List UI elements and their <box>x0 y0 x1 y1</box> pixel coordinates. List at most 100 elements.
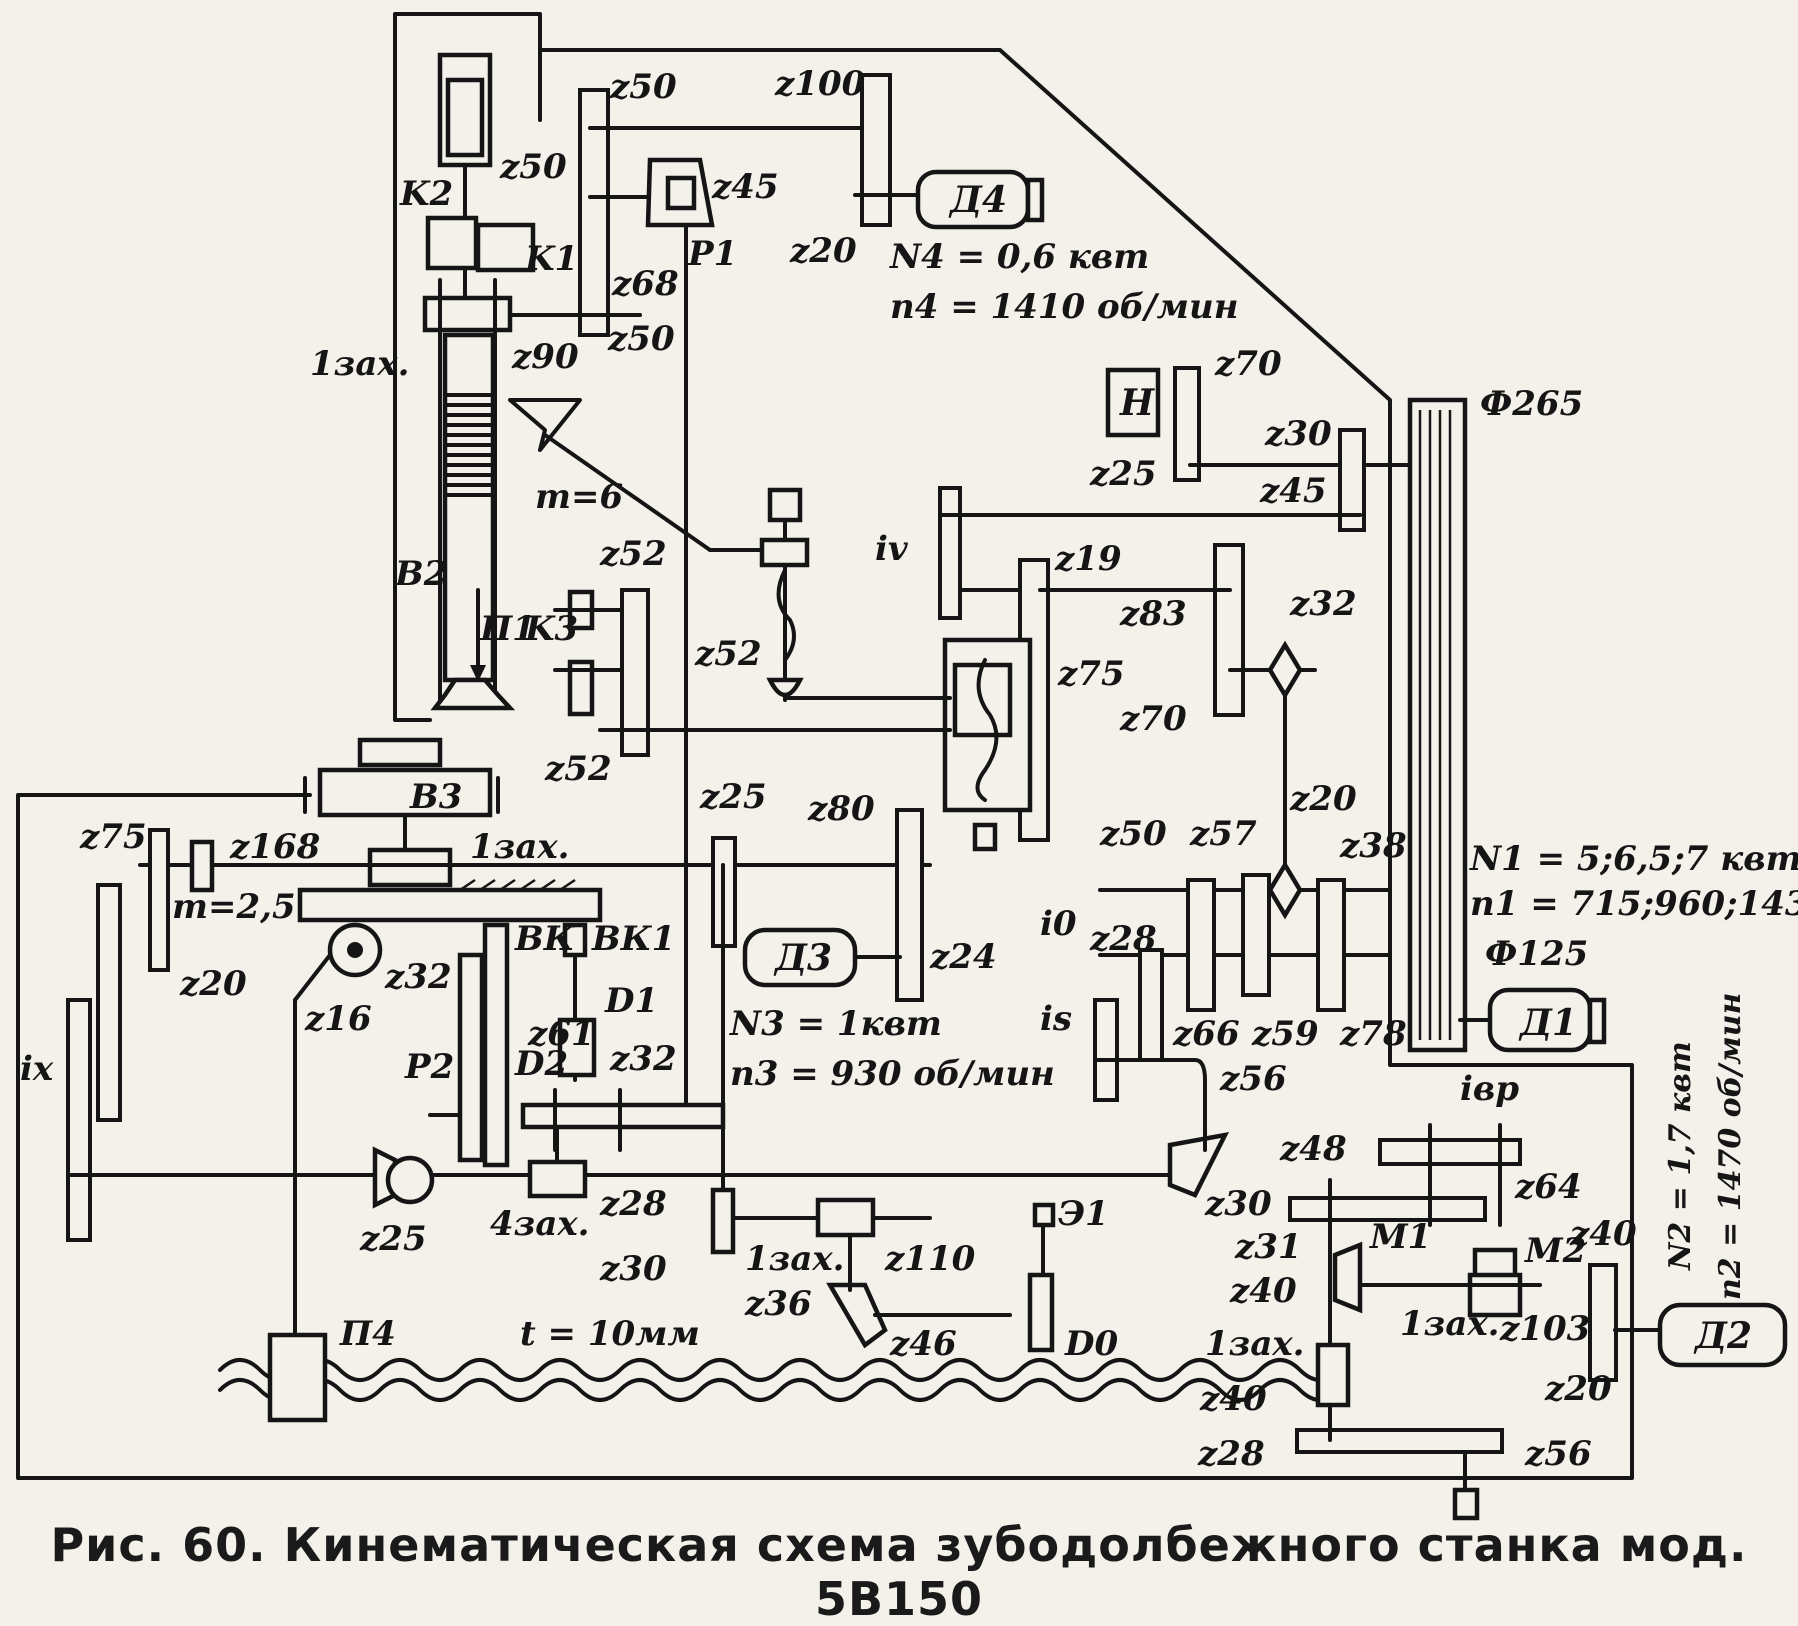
lead-screw <box>218 1332 1342 1423</box>
label-e1: Э1 <box>1058 1194 1109 1234</box>
label-p-arrow: П1 <box>479 609 536 649</box>
label-d3-speed: n3 = 930 об/мин <box>730 1054 1055 1094</box>
label-m6: m=6 <box>535 477 623 517</box>
label-ix: ix <box>20 1049 54 1089</box>
label-z32a: z32 <box>1289 584 1357 624</box>
label-z28b: z28 <box>1089 919 1157 959</box>
label-z46: z46 <box>889 1324 957 1364</box>
label-d0: D0 <box>1064 1324 1118 1364</box>
clutch-k2 <box>425 215 479 271</box>
reverse-drive-assembly <box>1288 1123 1662 1521</box>
label-d4: Д4 <box>948 179 1007 221</box>
machine-frame-outline <box>16 12 1634 1480</box>
label-z52b: z52 <box>694 634 762 674</box>
label-z50c: z50 <box>607 319 675 359</box>
label-b3: B3 <box>409 777 462 817</box>
label-k1: K1 <box>524 239 578 279</box>
label-d3: Д3 <box>773 937 832 979</box>
label-z45b: z45 <box>1259 471 1327 511</box>
label-z56a: z56 <box>1219 1059 1287 1099</box>
label-p4: П4 <box>339 1314 396 1354</box>
label-z83: z83 <box>1119 594 1187 634</box>
label-d2: Д2 <box>1693 1315 1752 1357</box>
label-vk1: ВК1 <box>591 919 675 959</box>
label-z57: z57 <box>1189 814 1257 854</box>
label-z45a: z45 <box>711 167 779 207</box>
label-b2: B2 <box>394 554 447 594</box>
label-z90: z90 <box>511 337 579 377</box>
label-z38: z38 <box>1339 826 1407 866</box>
i0-is-gear-block <box>1093 860 1392 1152</box>
label-z28a: z28 <box>599 1184 667 1224</box>
label-z52a: z52 <box>599 534 667 574</box>
label-z100: z100 <box>774 64 866 104</box>
label-z59: z59 <box>1251 1014 1319 1054</box>
label-d1-power: N1 = 5;6,5;7 квт <box>1469 839 1798 879</box>
label-k3: K3 <box>524 609 578 649</box>
label-z30a: z30 <box>1264 414 1332 454</box>
p2-cam-assembly <box>428 922 726 1168</box>
k3-gear-cluster <box>553 588 952 757</box>
label-d2-speed: n2 = 1470 об/мин <box>1713 993 1748 1301</box>
label-d3-power: N3 = 1квт <box>729 1004 942 1044</box>
tool-spindle-assembly <box>422 52 777 711</box>
label-z168: z168 <box>229 827 320 867</box>
feed-worm-lower <box>710 1187 1056 1353</box>
label-zax2: 1зах. <box>470 827 570 867</box>
motor-d3 <box>742 927 902 988</box>
label-z48: z48 <box>1279 1129 1347 1169</box>
belt-drive <box>1407 397 1468 1053</box>
label-z52c: z52 <box>544 749 612 789</box>
label-z36: z36 <box>744 1284 812 1324</box>
label-z50d: z50 <box>1099 814 1167 854</box>
label-idp: iвр <box>1460 1069 1519 1109</box>
clutch-k1 <box>475 222 536 273</box>
label-z103: z103 <box>1499 1309 1590 1349</box>
label-z110: z110 <box>884 1239 976 1279</box>
label-z56b: z56 <box>1524 1434 1592 1474</box>
label-z75a: z75 <box>1057 654 1125 694</box>
worm-z168 <box>367 847 453 888</box>
label-z50a: z50 <box>609 67 677 107</box>
label-z28c: z28 <box>1197 1434 1265 1474</box>
label-z75b: z75 <box>79 817 147 857</box>
label-d2-power: N2 = 1,7 квт <box>1663 1041 1698 1271</box>
label-m25: m=2,5 <box>172 887 296 927</box>
label-z40b: z40 <box>1229 1271 1297 1311</box>
label-z30c: z30 <box>1204 1184 1272 1224</box>
label-zax5: 1зах. <box>745 1239 845 1279</box>
label-z50b: z50 <box>499 147 567 187</box>
label-pump: Н <box>1119 382 1155 424</box>
label-m1: M1 <box>1369 1217 1431 1257</box>
label-z25b: z25 <box>699 777 767 817</box>
label-z32b: z32 <box>384 957 452 997</box>
label-zax4: 4зах. <box>490 1204 590 1244</box>
table-assembly <box>66 737 932 1342</box>
rack-teeth-vertical <box>443 393 497 497</box>
label-d4-power: N4 = 0,6 квт <box>889 237 1149 277</box>
label-iv: iv <box>875 529 909 569</box>
label-d1-speed: n1 = 715;960;1430 об/мин <box>1470 884 1798 924</box>
label-z25a: z25 <box>1089 454 1157 494</box>
label-z68: z68 <box>611 264 679 304</box>
label-d4-speed: n4 = 1410 об/мин <box>890 287 1238 327</box>
pump-drive <box>938 366 1412 592</box>
label-d265: Ф265 <box>1480 384 1583 424</box>
sprocket-z32 <box>1267 640 1303 700</box>
label-z61: z61 <box>527 1014 595 1054</box>
label-zax7: 1зах. <box>1205 1324 1305 1364</box>
rack-teeth-horizontal <box>459 878 576 892</box>
label-p1: P1 <box>687 234 737 274</box>
label-z78: z78 <box>1339 1014 1407 1054</box>
label-z32c: z32 <box>609 1039 677 1079</box>
label-zax1: 1зах. <box>310 344 410 384</box>
motor-d4 <box>915 169 1045 230</box>
label-d1: Д1 <box>1518 1002 1577 1044</box>
label-d1s: D1 <box>604 981 658 1021</box>
label-m2: M2 <box>1524 1231 1586 1271</box>
label-z24: z24 <box>929 937 997 977</box>
pump-h <box>1105 367 1161 438</box>
label-p2: P2 <box>404 1047 454 1087</box>
motor-d2 <box>1657 1302 1788 1368</box>
label-z30b: z30 <box>599 1249 667 1289</box>
